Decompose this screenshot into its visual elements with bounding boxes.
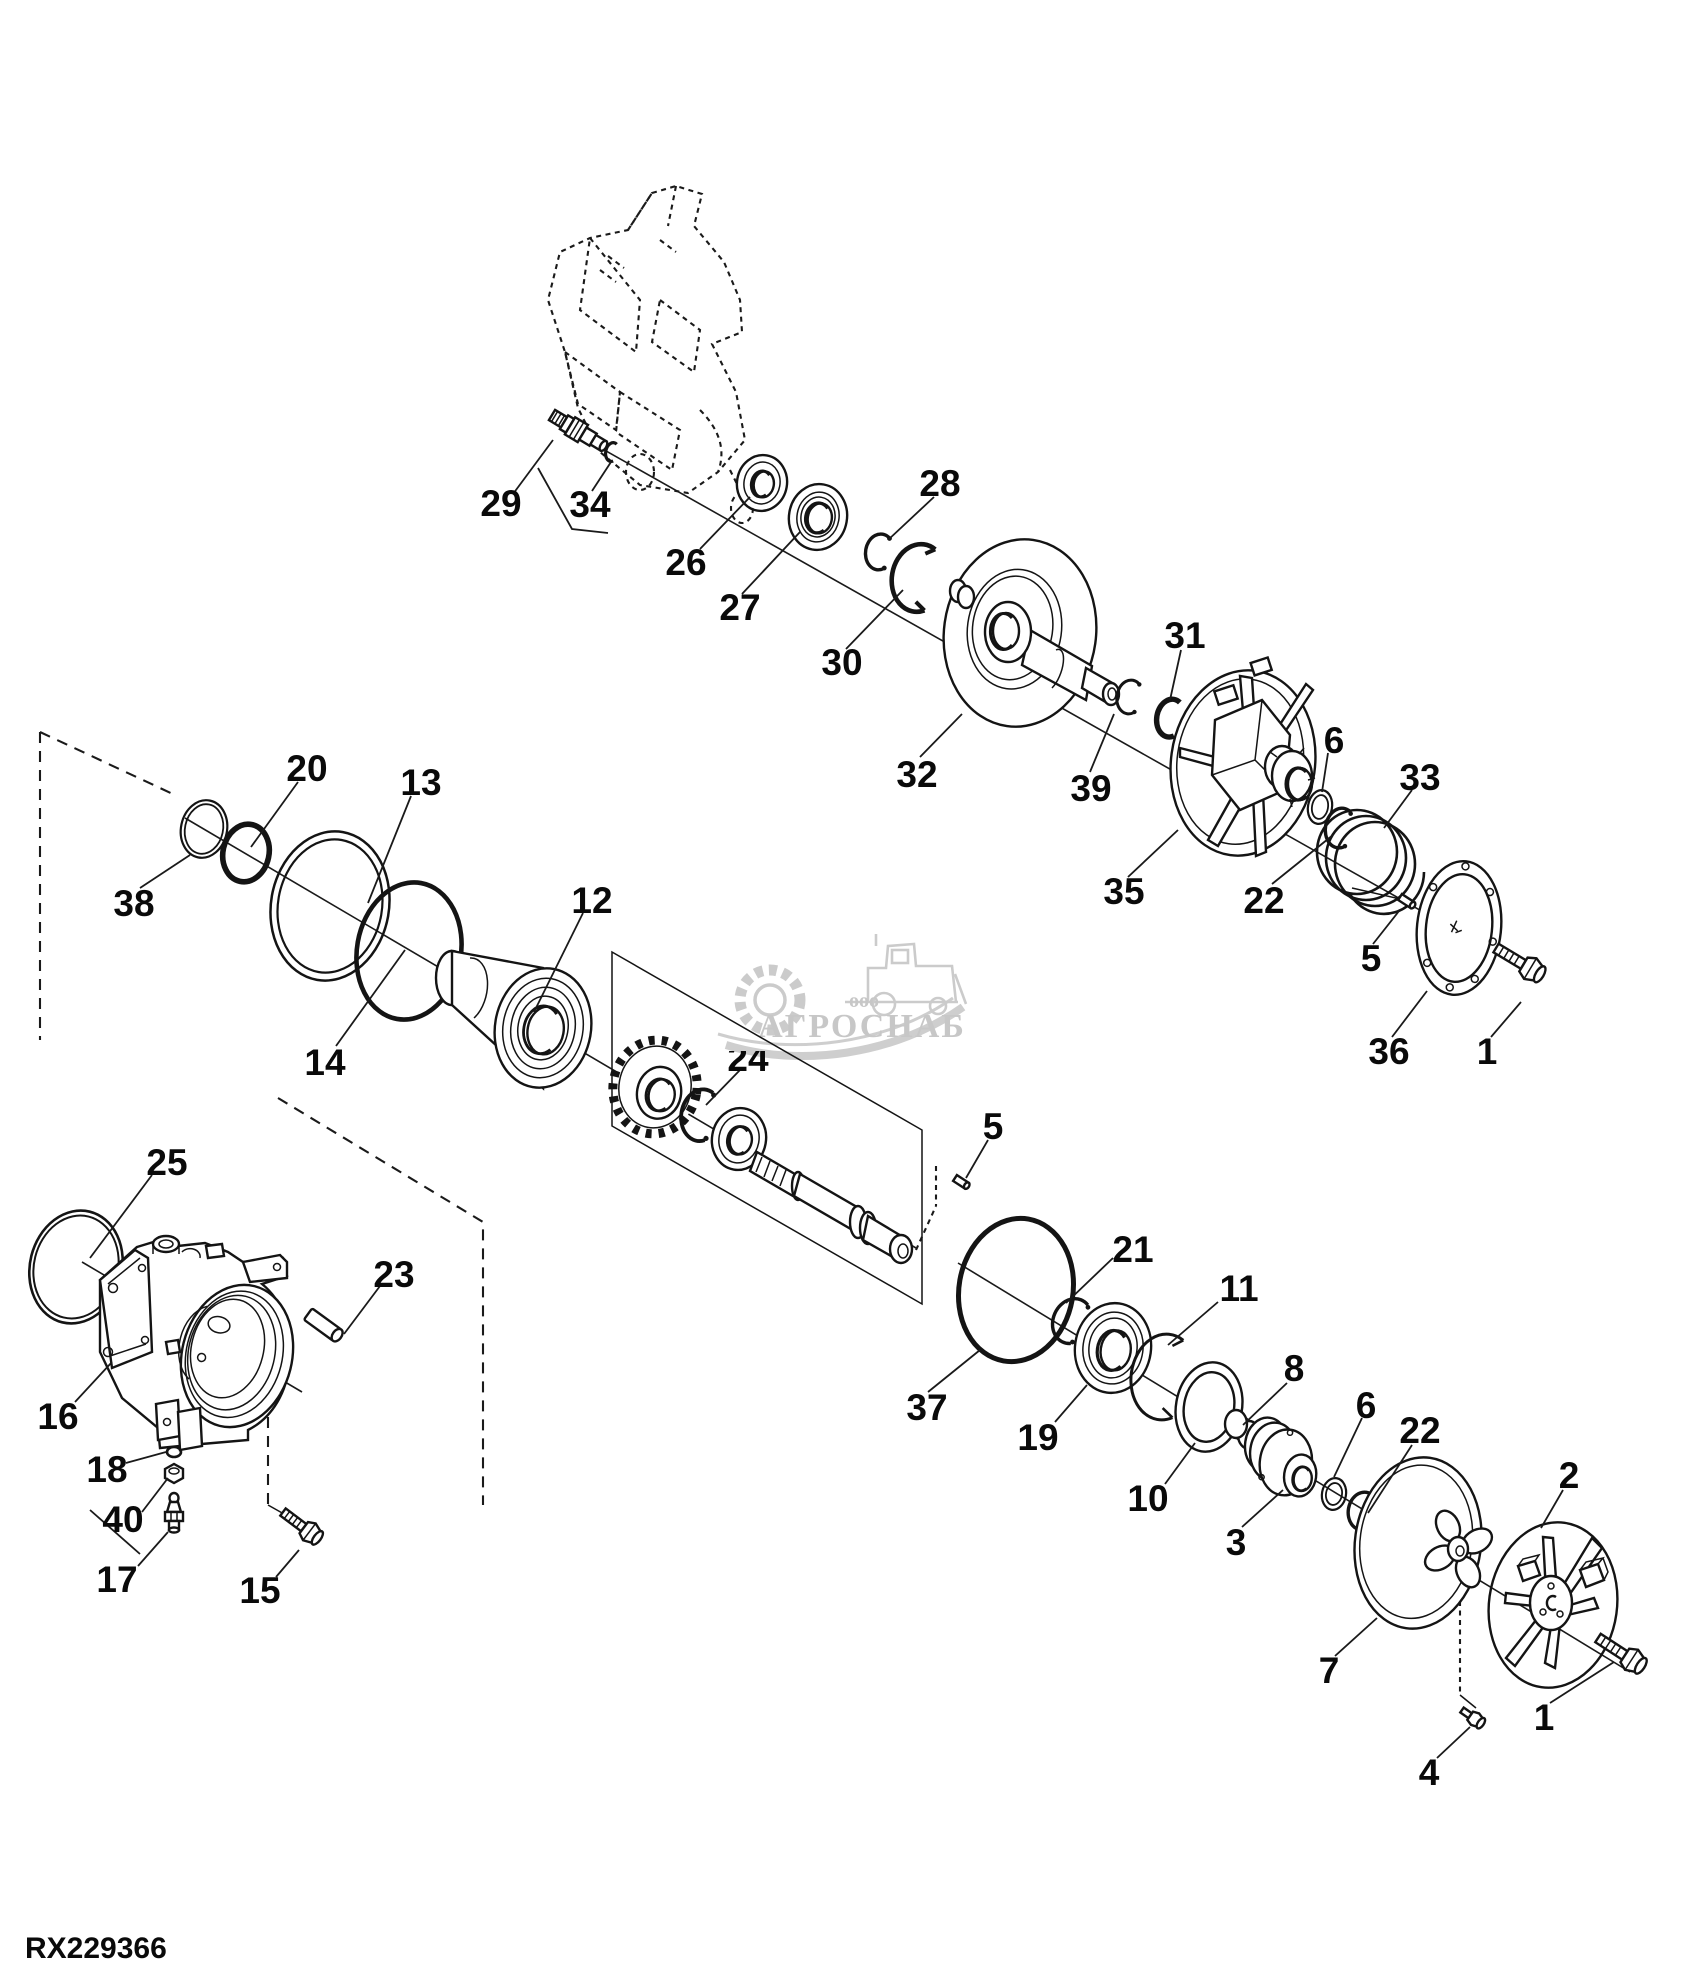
callout-8: 8 <box>1284 1348 1305 1389</box>
part-7-pulley-half <box>1353 1456 1494 1630</box>
inset-panel <box>611 950 923 1306</box>
leader-lines <box>74 439 1615 1759</box>
callout-36: 36 <box>1368 1031 1409 1072</box>
callout-33: 33 <box>1399 757 1440 798</box>
part-15-bolt <box>278 1506 325 1546</box>
callout-15: 15 <box>239 1570 280 1611</box>
part-2-fan <box>1487 1521 1619 1689</box>
part-12-piston-drum <box>434 949 593 1091</box>
callout-17: 17 <box>96 1559 137 1600</box>
watermark-company-name: АГРОСНАБ <box>758 1008 966 1045</box>
callout-37: 37 <box>906 1387 947 1428</box>
callout-30: 30 <box>821 642 862 683</box>
callout-18: 18 <box>86 1449 127 1490</box>
watermark-gear-icon <box>734 964 806 1036</box>
callout-16: 16 <box>37 1396 78 1437</box>
part-28-snap-ring <box>863 532 892 572</box>
part-34-o-ring <box>604 441 618 464</box>
callout-labels: 29 34 26 27 28 30 32 39 31 35 6 22 33 5 … <box>37 463 1579 1793</box>
part-10-washer <box>1174 1361 1244 1453</box>
part-37-o-ring <box>955 1215 1077 1365</box>
callout-39: 39 <box>1070 768 1111 809</box>
part-1-bolt-top <box>1491 942 1547 984</box>
part-1-bolt-bottom <box>1593 1632 1648 1675</box>
part-gear <box>608 1035 702 1139</box>
callout-5-bottom: 5 <box>983 1106 1004 1147</box>
callout-4: 4 <box>1419 1752 1440 1793</box>
callout-29: 29 <box>480 483 521 524</box>
part-13-backup-ring <box>269 830 391 982</box>
part-16-housing <box>98 1234 295 1452</box>
part-39-snap-ring <box>1115 678 1142 716</box>
watermark-org-form: ооо <box>849 990 879 1012</box>
callout-2: 2 <box>1559 1455 1580 1496</box>
callout-5-top: 5 <box>1361 938 1382 979</box>
callout-22-bottom: 22 <box>1399 1410 1440 1451</box>
callout-1-bottom: 1 <box>1534 1697 1555 1738</box>
callout-24-partially-obscured: 24 <box>727 1038 769 1079</box>
dashed-boundaries <box>38 731 1477 1709</box>
callout-34: 34 <box>569 484 611 525</box>
callout-28: 28 <box>919 463 960 504</box>
part-38-ring <box>179 799 229 859</box>
callout-27: 27 <box>719 587 760 628</box>
part-31-snap-ring <box>1153 696 1182 740</box>
part-33-spring <box>1315 808 1426 916</box>
part-4-screw <box>1458 1705 1487 1730</box>
part-19-bearing <box>1073 1301 1153 1395</box>
part-35-sliding-pulley-half <box>1169 656 1317 858</box>
callout-14: 14 <box>304 1042 346 1083</box>
part-20-o-ring <box>219 821 273 885</box>
watermark: ооо АГРОСНАБ <box>717 934 968 1060</box>
drawing-number: RX229366 <box>25 1932 167 1965</box>
part-3-hub <box>1243 1416 1318 1498</box>
callout-19: 19 <box>1017 1417 1058 1458</box>
callout-6-top: 6 <box>1324 720 1345 761</box>
callout-23: 23 <box>373 1254 414 1295</box>
callout-35: 35 <box>1103 871 1144 912</box>
part-30-snap-ring <box>889 541 937 615</box>
part-36-cover-plate <box>1415 860 1503 996</box>
callout-20: 20 <box>286 748 327 789</box>
part-5-pin-bottom <box>951 1173 971 1191</box>
callout-10: 10 <box>1127 1478 1168 1519</box>
part-7-clover-hub <box>1423 1509 1494 1589</box>
callout-6-bottom: 6 <box>1356 1385 1377 1426</box>
part-panel-shaft <box>748 1150 914 1265</box>
part-27-bearing <box>787 482 849 552</box>
watermark-combine-harvester-icon <box>845 934 968 1017</box>
ghost-housing-outline <box>546 184 755 525</box>
part-29-sensor-fitting <box>547 408 609 453</box>
part-6-o-ring-bottom <box>1320 1477 1348 1511</box>
callout-40: 40 <box>102 1499 143 1540</box>
callout-12: 12 <box>571 880 612 921</box>
callout-22-top: 22 <box>1243 880 1284 921</box>
callout-21: 21 <box>1112 1229 1153 1270</box>
callout-11: 11 <box>1219 1268 1258 1309</box>
fan-balance-weights <box>1516 1553 1609 1589</box>
callout-3: 3 <box>1226 1522 1247 1563</box>
callout-1-top: 1 <box>1477 1031 1498 1072</box>
callout-38: 38 <box>113 883 154 924</box>
part-17-grease-fitting <box>163 1491 185 1534</box>
callout-26: 26 <box>665 542 706 583</box>
part-32-pulley-half-with-shaft <box>942 538 1121 728</box>
part-panel-bearing <box>710 1106 768 1172</box>
callout-25: 25 <box>146 1142 187 1183</box>
part-40-nut <box>163 1462 185 1485</box>
part-21-snap-ring <box>1050 1297 1091 1346</box>
part-23-dowel-pin <box>303 1307 344 1343</box>
callout-13: 13 <box>400 762 441 803</box>
part-5-pin-top <box>1351 887 1417 910</box>
part-18-washer <box>165 1445 183 1459</box>
callout-7: 7 <box>1319 1650 1340 1691</box>
callout-32: 32 <box>896 754 937 795</box>
part-11-snap-ring <box>1129 1332 1185 1422</box>
callout-31: 31 <box>1164 615 1205 656</box>
